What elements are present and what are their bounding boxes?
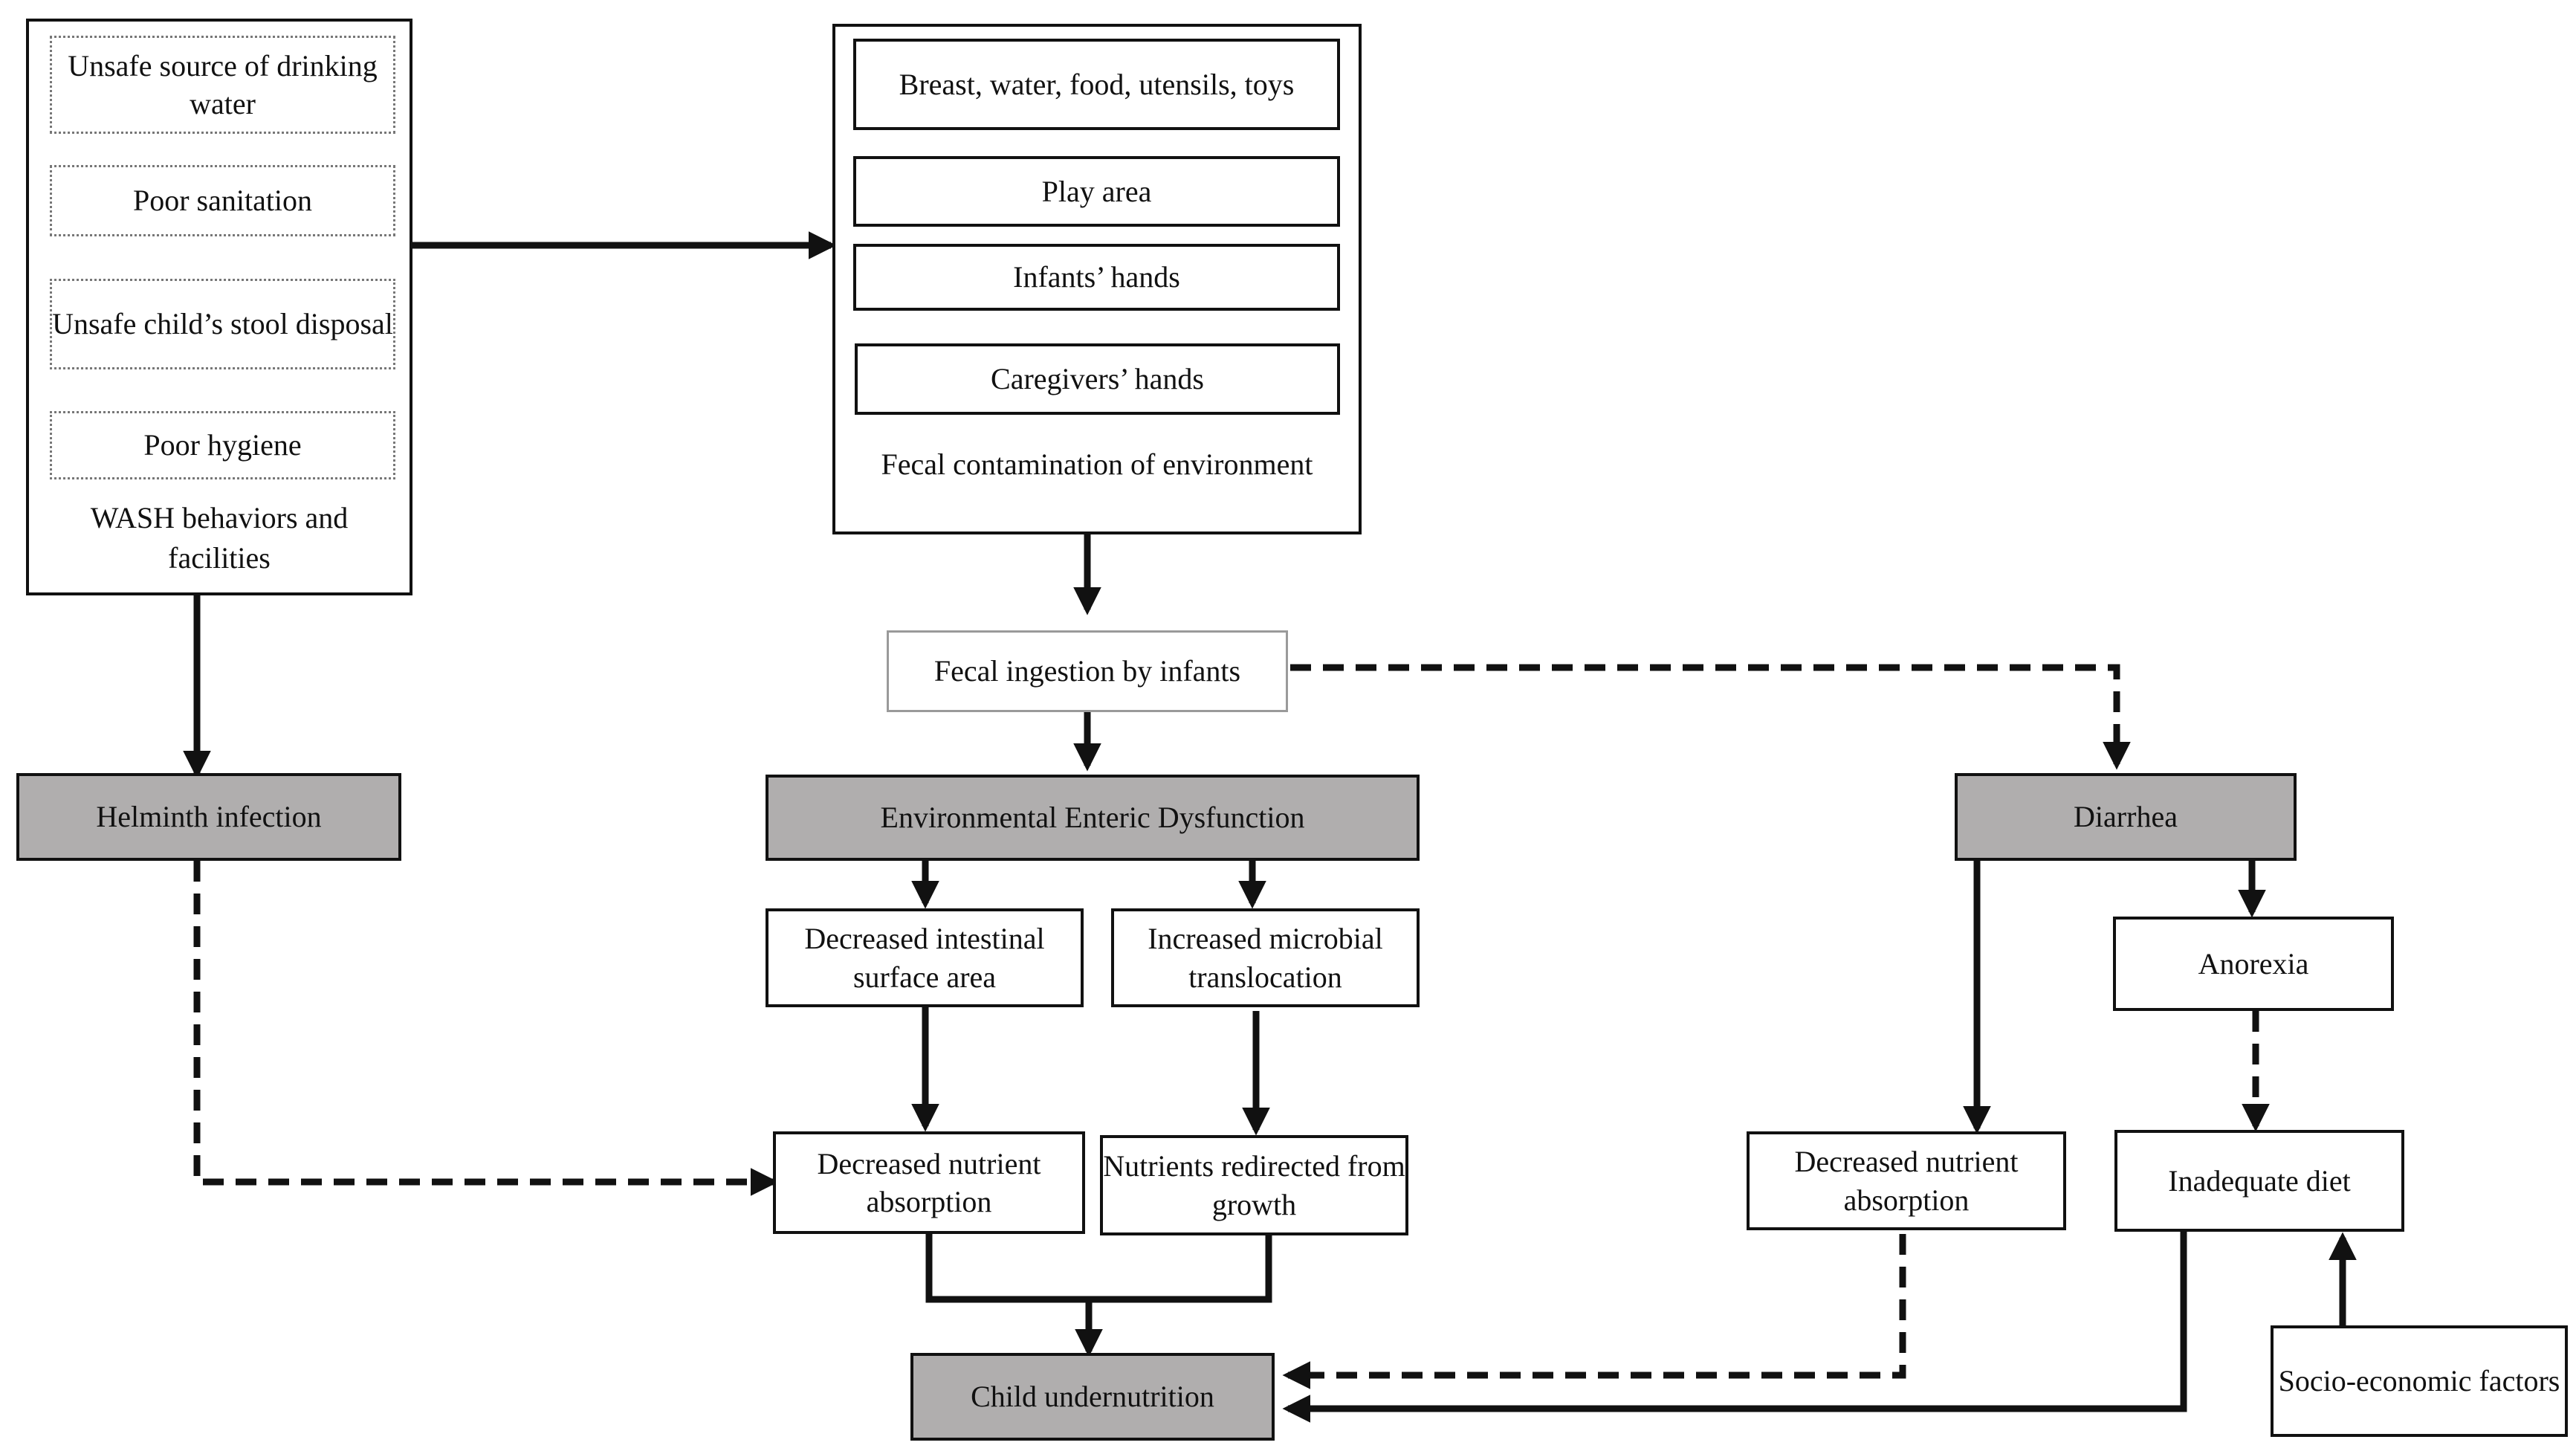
eed-node: Environmental Enteric Dysfunction — [766, 775, 1420, 861]
wash-item-drinking-water: Unsafe source of drinking water — [50, 36, 395, 134]
decreased-absorption-diarrhea-node: Decreased nutrient absorption — [1747, 1131, 2066, 1230]
fecal-ingestion-node: Fecal ingestion by infants — [887, 630, 1288, 712]
wash-item-stool-disposal: Unsafe child’s stool disposal — [50, 279, 395, 369]
line-diet-to-undernutrition — [1282, 1232, 2187, 1423]
inadequate-diet-node: Inadequate diet — [2114, 1130, 2404, 1232]
wash-item-hygiene: Poor hygiene — [50, 411, 395, 479]
decreased-absorption-eed-node: Decreased nutrient absorption — [773, 1131, 1085, 1234]
dashed-absorption-to-undernutrition — [1282, 1234, 1906, 1389]
env-item-caregivers-hands: Caregivers’ hands — [855, 343, 1340, 415]
anorexia-node: Anorexia — [2113, 917, 2394, 1011]
microbial-translocation-node: Increased microbial translocation — [1111, 908, 1420, 1007]
env-item-breast-water-food: Breast, water, food, utensils, toys — [853, 39, 1340, 130]
diarrhea-node: Diarrhea — [1955, 773, 2297, 861]
dashed-ingestion-to-diarrhea — [1290, 664, 2131, 770]
wash-caption: WASH behaviors and facilities — [90, 501, 349, 575]
socioeconomic-factors-node: Socio-economic factors — [2271, 1325, 2568, 1437]
line-absorption-to-merge — [925, 1230, 1272, 1303]
decreased-surface-area-node: Decreased intestinal surface area — [766, 908, 1084, 1007]
env-item-play-area: Play area — [853, 156, 1340, 227]
child-undernutrition-node: Child undernutrition — [910, 1353, 1275, 1441]
wash-item-sanitation: Poor sanitation — [50, 165, 395, 236]
dashed-helminth-to-absorption — [193, 861, 779, 1196]
fecal-contamination-caption: Fecal contamination of environment — [881, 447, 1313, 481]
env-item-infants-hands: Infants’ hands — [853, 244, 1340, 311]
helminth-infection-node: Helminth infection — [16, 773, 401, 861]
nutrients-redirected-node: Nutrients redirected from growth — [1100, 1135, 1408, 1235]
